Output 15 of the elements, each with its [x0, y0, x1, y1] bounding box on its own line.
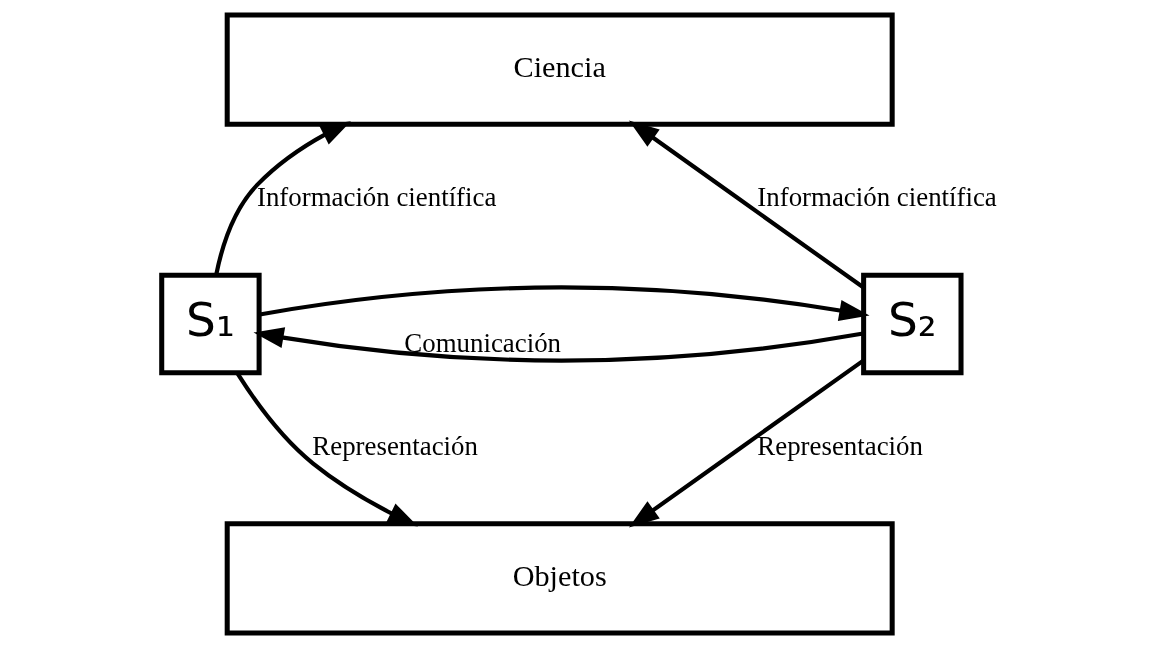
- edge-label: Representación: [757, 430, 923, 461]
- edge-label: Información científica: [256, 182, 497, 213]
- arrow: [628, 358, 865, 528]
- edge-label: Información científica: [757, 182, 997, 213]
- edge-label: Representación: [312, 430, 478, 461]
- node-box: S₁: [159, 272, 262, 376]
- arrow: [235, 372, 418, 527]
- node-box: Ciencia: [224, 12, 895, 127]
- edge-label: Comunicación: [404, 327, 562, 358]
- arrow: [259, 285, 870, 321]
- arrow: [214, 121, 351, 276]
- node-box: S₂: [861, 272, 964, 376]
- arrow: [628, 120, 865, 290]
- node-box: Objetos: [224, 521, 895, 636]
- arrow: [253, 327, 864, 363]
